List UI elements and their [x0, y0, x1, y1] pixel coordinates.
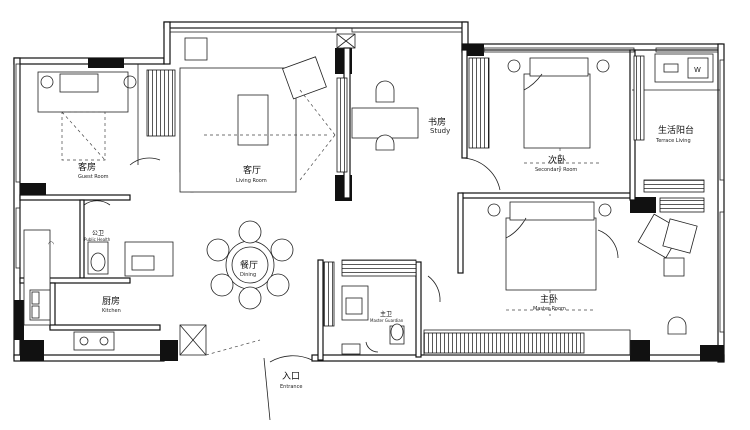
windows	[15, 27, 725, 356]
kitchen-label-en: Kitchen	[102, 308, 121, 314]
terrace: W 生活阳台 Terrace Living	[633, 53, 714, 213]
secondary-room-label-en: Secondary Room	[535, 167, 577, 173]
guest-room-label: 客房	[78, 161, 96, 173]
secondary-room: 次卧 Secondary Room	[468, 57, 610, 173]
kitchen-label: 厨房	[102, 295, 120, 307]
study-label-en: Study	[430, 127, 450, 135]
terrace-label: 生活阳台	[658, 124, 694, 136]
dining-label-en: Dining	[240, 272, 256, 278]
entrance-label: 入口	[282, 371, 300, 382]
public-wc: 公卫 Public Health	[83, 200, 174, 277]
guest-room: 客房 Guest Room	[37, 71, 161, 180]
secondary-room-label: 次卧	[548, 154, 566, 166]
public-wc-label-en: Public Health	[84, 237, 111, 242]
dining-label: 餐厅	[240, 259, 258, 271]
washer-letter: W	[694, 66, 701, 74]
guest-room-label-en: Guest Room	[78, 174, 109, 180]
dining: 餐厅 Dining	[206, 220, 294, 310]
master-room-label: 主卧	[540, 293, 558, 305]
master-room-label-en: Master Room	[533, 306, 566, 312]
wifi-icon: ◠	[48, 240, 54, 248]
living-room-label: 客厅	[243, 164, 261, 176]
study-label: 书房	[428, 116, 446, 128]
master-bath: 主卫 Master Guardian	[323, 259, 441, 355]
master-room: 主卧 Master Room	[487, 201, 698, 335]
study-room: 书房 Study	[336, 33, 501, 191]
public-wc-label: 公卫	[92, 230, 104, 237]
terrace-label-en: Terrace Living	[655, 138, 691, 144]
living-room: 客厅 Living Room	[146, 37, 336, 193]
entrance-label-en: Entrance	[280, 384, 302, 390]
living-room-label-en: Living Room	[236, 178, 267, 184]
master-bath-label: 主卫	[380, 310, 392, 318]
master-bath-label-en: Master Guardian	[370, 318, 404, 323]
kitchen: ◠ 厨房 Kitchen	[23, 229, 121, 351]
entrance: 入口 Entrance	[179, 324, 313, 421]
